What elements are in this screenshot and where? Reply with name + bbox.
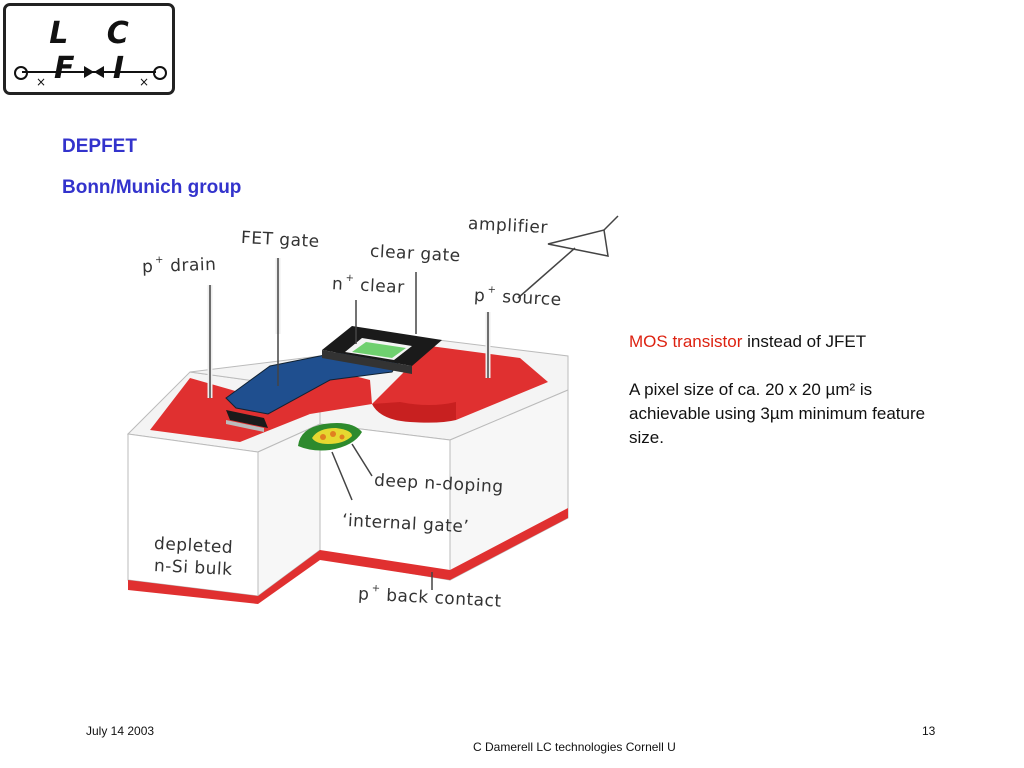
slide-subtitle: Bonn/Munich group <box>62 177 242 198</box>
mos-line: MOS transistor instead of JFET <box>629 330 929 354</box>
label-n-clear: n+clear <box>331 272 406 298</box>
svg-text:×: × <box>36 75 46 89</box>
page-number: 13 <box>922 724 936 738</box>
label-drain: p+drain <box>141 254 217 278</box>
label-fet-gate: FET gate <box>240 227 321 253</box>
svg-text:×: × <box>139 75 149 89</box>
footer-date: July 14 2003 <box>86 724 155 738</box>
logo-text: L C F I <box>49 16 143 86</box>
label-amplifier: amplifier <box>467 213 549 239</box>
lcfi-logo: L C F I × × <box>3 3 175 95</box>
label-depleted-line1: depleted <box>153 533 234 559</box>
label-depleted-line2: n-Si bulk <box>153 555 233 581</box>
logo-arrow-icon: × × <box>14 66 167 89</box>
slide-title: DEPFET <box>62 136 137 157</box>
footer-author: C Damerell LC technologies Cornell U <box>473 740 676 754</box>
mos-highlight: MOS transistor <box>629 332 743 351</box>
back-contact <box>128 580 258 604</box>
amplifier-symbol <box>547 215 619 257</box>
pixel-size-paragraph: A pixel size of ca. 20 x 20 µm² is achie… <box>629 380 926 447</box>
drain-implant <box>150 378 310 442</box>
source-implant <box>372 346 548 420</box>
mos-rest: instead of JFET <box>742 332 867 351</box>
